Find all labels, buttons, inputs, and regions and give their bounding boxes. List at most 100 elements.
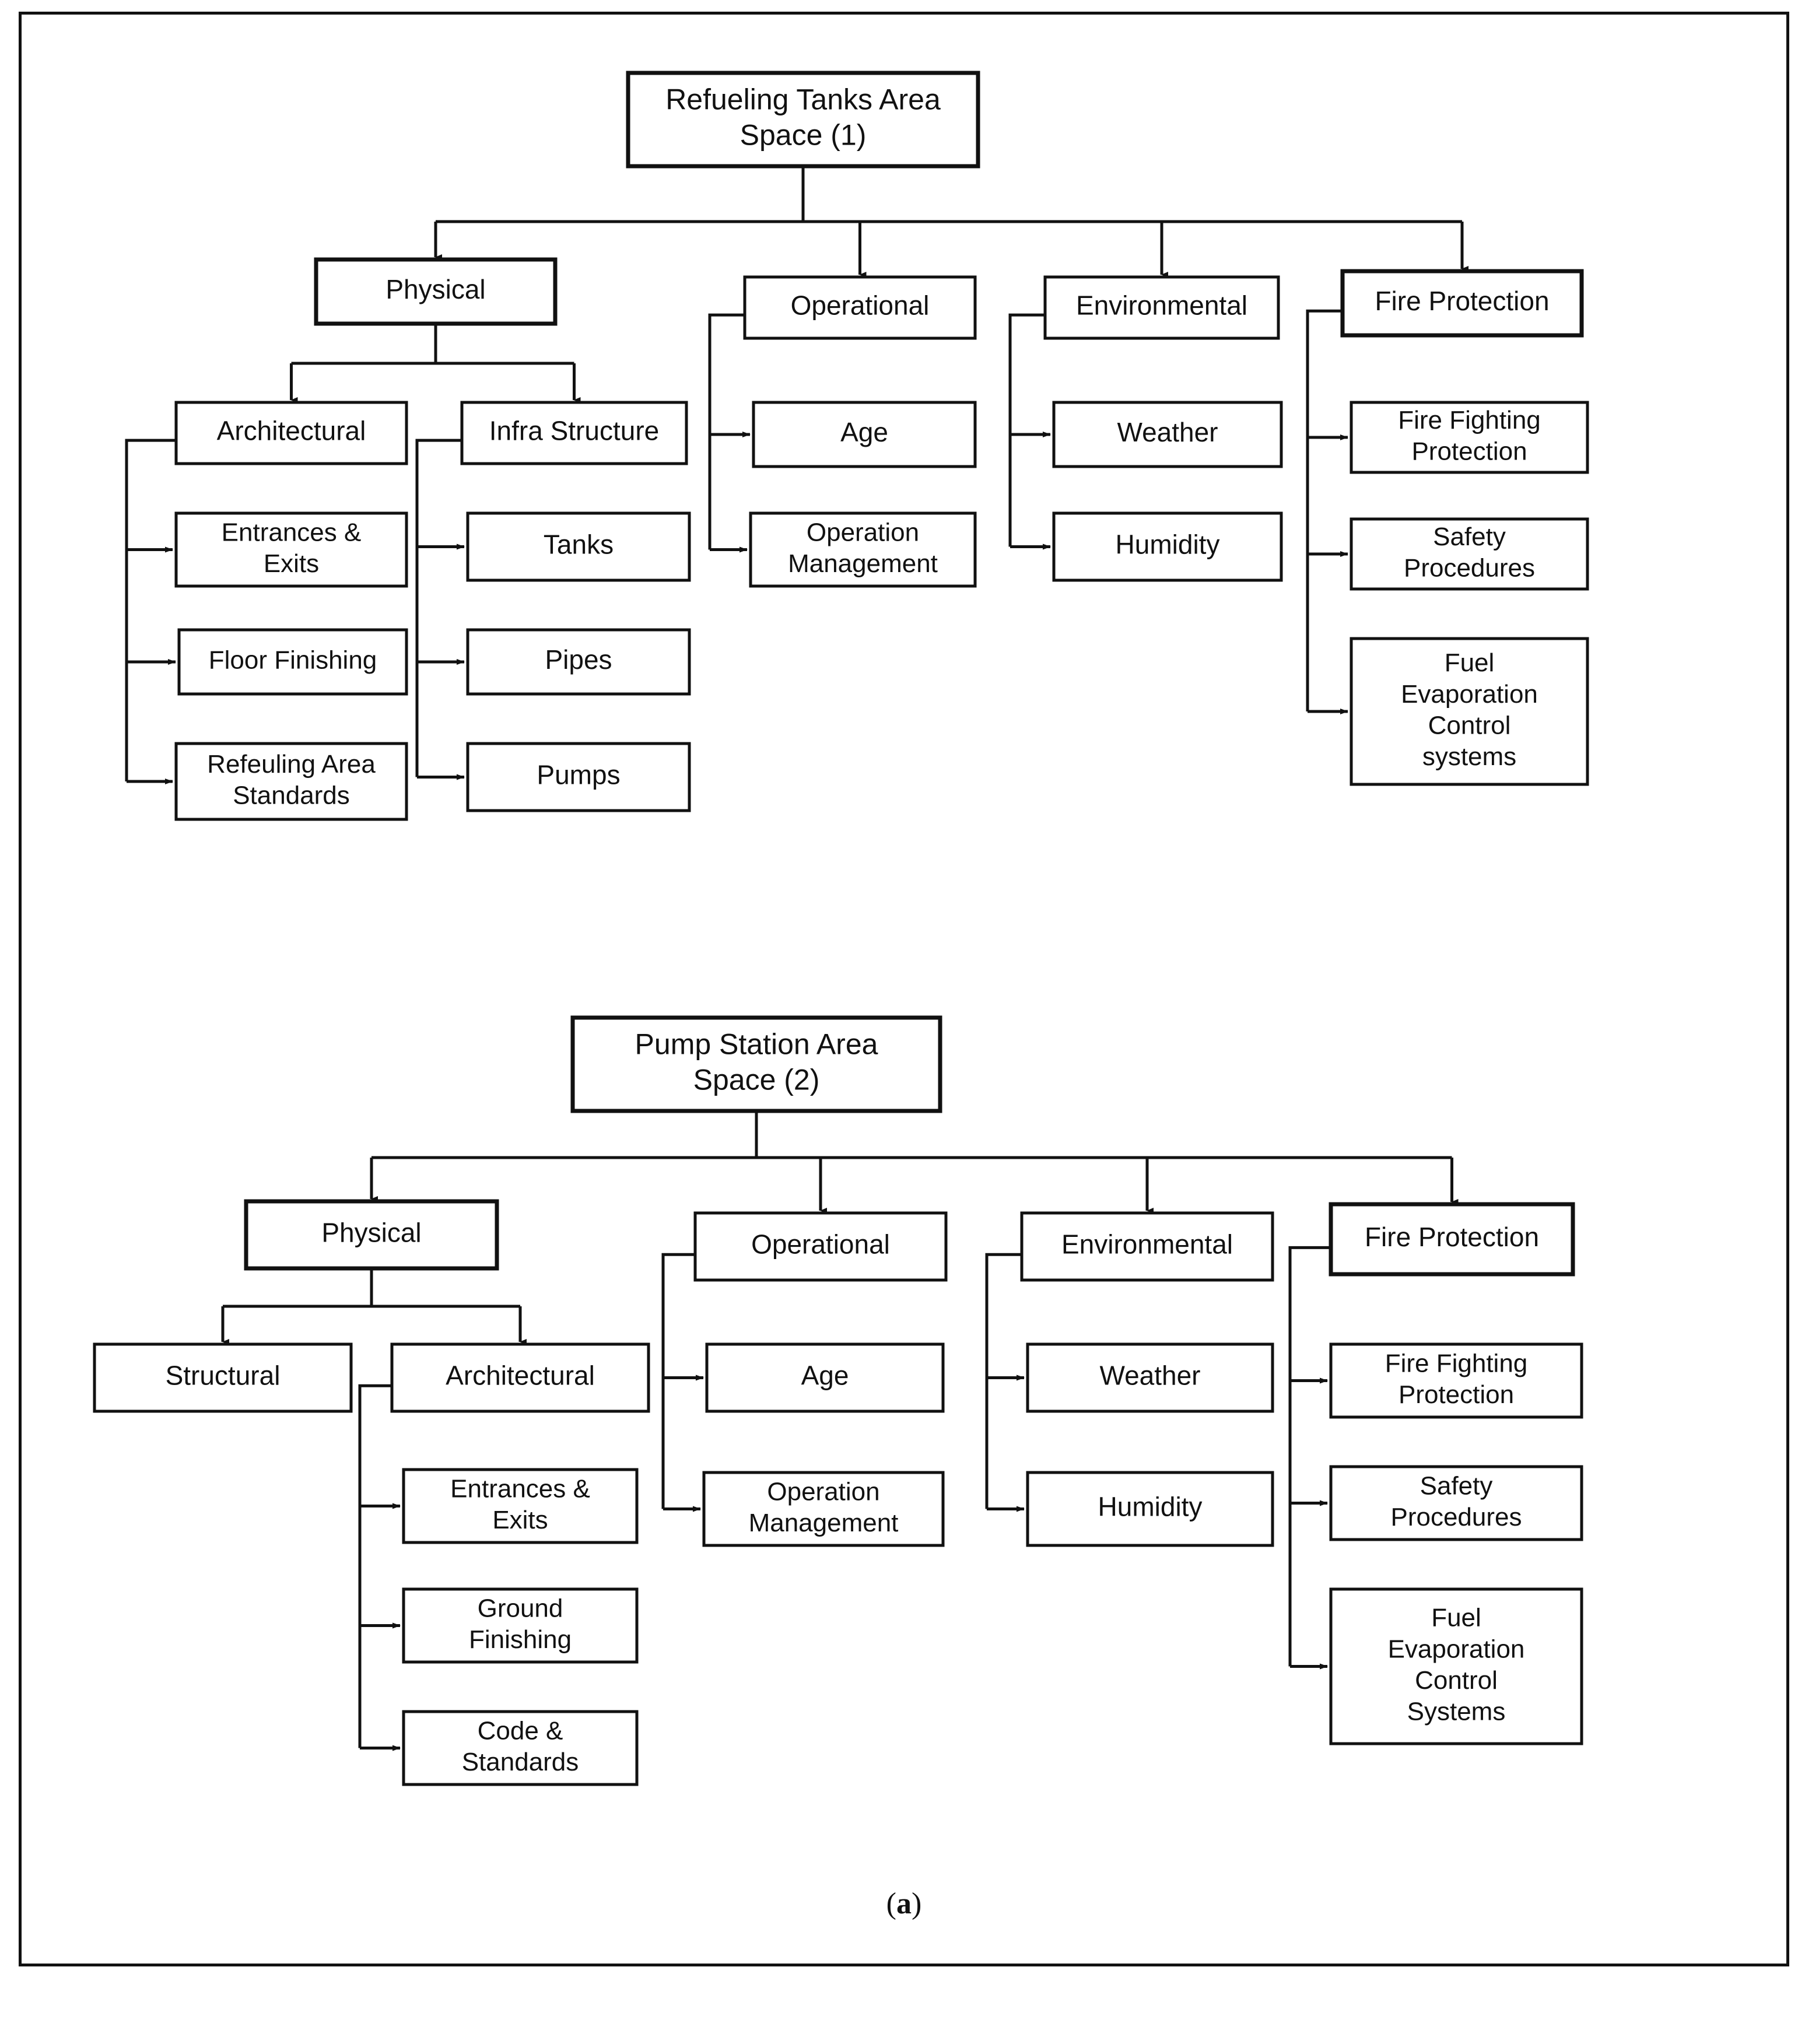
- node-tanks[interactable]: Tanks: [466, 511, 691, 582]
- node-environmental[interactable]: Environmental: [1043, 275, 1280, 340]
- node-label: Management: [788, 549, 938, 578]
- node-entrances[interactable]: Entrances & Exits: [174, 511, 408, 588]
- node-pumps[interactable]: Pumps: [466, 742, 691, 812]
- node-label: Refueling Tanks Area: [665, 83, 941, 116]
- node-label: Physical: [321, 1218, 421, 1248]
- node-label: Structural: [166, 1361, 281, 1391]
- node-label: Systems: [1407, 1698, 1506, 1726]
- node-label: Physical: [385, 274, 485, 304]
- node-label: Weather: [1117, 417, 1218, 447]
- node-label: Humidity: [1098, 1492, 1203, 1522]
- node-floor-finishing[interactable]: Floor Finishing: [177, 628, 408, 696]
- connector-layer-d1: [125, 166, 1468, 784]
- node-label: Fire Fighting: [1398, 406, 1541, 434]
- node-label: Fire Fighting: [1385, 1349, 1528, 1377]
- node-label: Age: [801, 1361, 849, 1391]
- node-label: Procedures: [1404, 553, 1535, 582]
- node-d2-physical[interactable]: Physical: [244, 1199, 499, 1271]
- node-label: Procedures: [1390, 1503, 1522, 1531]
- architectural-spine: [358, 1384, 392, 1748]
- node-label: Pump Station Area: [635, 1028, 878, 1061]
- node-label: Exits: [264, 549, 319, 578]
- node-weather[interactable]: Weather: [1052, 401, 1283, 468]
- node-label: Safety: [1433, 523, 1506, 551]
- node-label: Fire Protection: [1365, 1222, 1539, 1252]
- caption-letter: a: [896, 1887, 912, 1920]
- node-label: Environmental: [1061, 1229, 1233, 1260]
- node-d2-entrances[interactable]: Entrances & Exits: [402, 1468, 639, 1544]
- node-d2-humidity[interactable]: Humidity: [1026, 1471, 1274, 1547]
- node-physical[interactable]: Physical: [314, 257, 558, 326]
- node-label: Humidity: [1116, 530, 1220, 560]
- node-label: Finishing: [469, 1625, 572, 1654]
- node-label: Management: [749, 1509, 899, 1537]
- node-label: Space (2): [693, 1064, 820, 1096]
- node-label: Pumps: [537, 760, 620, 790]
- node-label: Protection: [1411, 437, 1527, 465]
- node-label: Operation: [767, 1477, 879, 1506]
- node-label: Refeuling Area: [207, 750, 376, 779]
- node-architectural[interactable]: Architectural: [174, 401, 408, 465]
- node-label: Weather: [1099, 1361, 1200, 1391]
- node-fire-protection[interactable]: Fire Protection: [1340, 269, 1584, 338]
- node-label: Operational: [751, 1229, 890, 1260]
- node-label: Age: [840, 417, 888, 447]
- node-d2-code[interactable]: Code & Standards: [402, 1710, 639, 1786]
- caption-close-paren: ): [912, 1887, 922, 1920]
- node-label: Operation: [807, 518, 919, 546]
- node-label: Fire Protection: [1375, 286, 1549, 316]
- node-operational[interactable]: Operational: [743, 275, 977, 340]
- node-d2-structural[interactable]: Structural: [93, 1342, 353, 1413]
- node-label: Exits: [492, 1506, 548, 1534]
- node-d2-fire-protection[interactable]: Fire Protection: [1329, 1202, 1575, 1277]
- node-label: Standards: [462, 1748, 579, 1776]
- node-label: Environmental: [1076, 290, 1247, 321]
- node-d2-age[interactable]: Age: [705, 1342, 945, 1413]
- node-label: systems: [1422, 742, 1516, 771]
- node-infra-structure[interactable]: Infra Structure: [460, 401, 688, 465]
- node-label: Entrances &: [222, 518, 362, 546]
- node-label: Control: [1415, 1666, 1498, 1695]
- environmental-spine: [1008, 313, 1045, 547]
- node-label: Safety: [1420, 1471, 1493, 1500]
- node-label: Architectural: [217, 416, 366, 446]
- fireprotection-spine: [1288, 1246, 1331, 1667]
- node-d2-architectural[interactable]: Architectural: [390, 1342, 650, 1413]
- node-humidity[interactable]: Humidity: [1052, 511, 1283, 582]
- node-d2-environmental[interactable]: Environmental: [1020, 1211, 1274, 1282]
- node-label: Tanks: [544, 530, 614, 560]
- node-age[interactable]: Age: [752, 401, 977, 468]
- node-label: Code &: [478, 1716, 563, 1745]
- node-label: Fuel: [1431, 1604, 1481, 1632]
- node-label: Entrances &: [450, 1474, 590, 1503]
- node-label: Standards: [233, 781, 350, 809]
- node-label: Evaporation: [1401, 680, 1538, 709]
- fireprotection-spine: [1306, 309, 1343, 711]
- node-label: Protection: [1399, 1380, 1514, 1409]
- node-pipes[interactable]: Pipes: [466, 628, 691, 696]
- node-label: Infra Structure: [489, 416, 659, 446]
- node-label: Architectural: [446, 1361, 595, 1391]
- node-d2-operational[interactable]: Operational: [693, 1211, 948, 1282]
- node-label: Operational: [791, 290, 930, 321]
- figure-caption: (a): [22, 1887, 1786, 1921]
- node-d2-weather[interactable]: Weather: [1026, 1342, 1274, 1413]
- environmental-spine: [985, 1253, 1022, 1509]
